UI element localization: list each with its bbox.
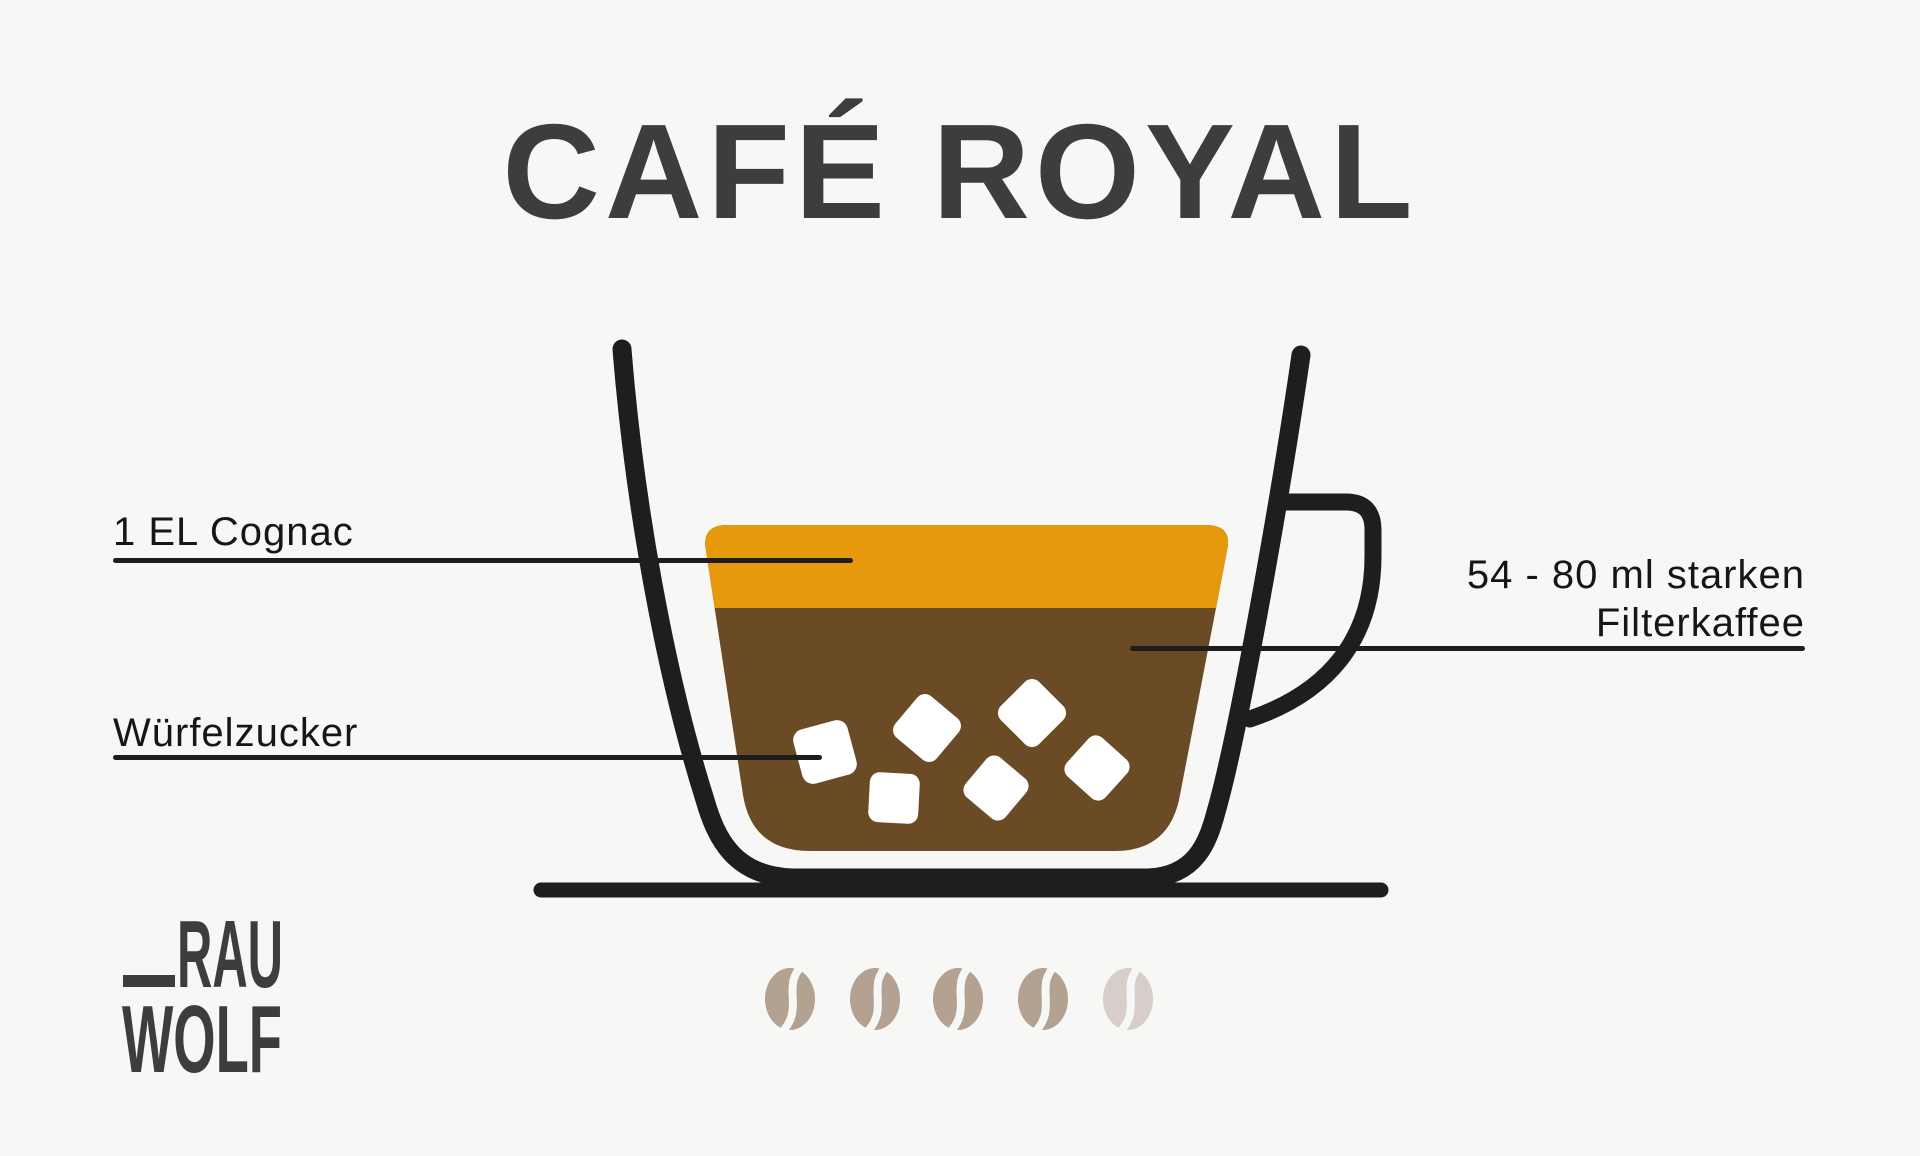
- label-coffee-line1: 54 - 80 ml starken: [1466, 553, 1805, 597]
- cognac-layer: [705, 525, 1229, 608]
- coffee-bean-icon: [765, 961, 815, 1036]
- label-coffee-line2: Filterkaffee: [1595, 601, 1805, 645]
- sugar-cube: [893, 694, 961, 762]
- coffee-bean-rating: [765, 961, 1153, 1036]
- sugar-cube: [868, 772, 920, 824]
- coffee-bean-icon-light: [1103, 961, 1153, 1036]
- sugar-cube: [963, 755, 1029, 821]
- logo-line2: WOLF: [122, 986, 282, 1093]
- sugar-cube: [1064, 735, 1130, 801]
- coffee-bean-icon: [1018, 961, 1068, 1036]
- logo-underscore: [123, 975, 175, 987]
- cup-handle: [1241, 493, 1382, 728]
- logo-line1: RAU: [177, 905, 283, 1008]
- leader-line-coffee: [1130, 646, 1805, 651]
- leader-line-cognac: [113, 558, 853, 563]
- page-title: CAFÉ ROYAL: [502, 96, 1418, 247]
- leader-line-sugar: [113, 755, 822, 760]
- label-sugar: Würfelzucker: [113, 711, 359, 755]
- coffee-bean-icon: [933, 961, 983, 1036]
- sugar-cube: [793, 720, 857, 784]
- sugar-cube: [997, 678, 1067, 748]
- rauwolf-logo: RAU WOLF: [122, 905, 283, 1093]
- label-cognac: 1 EL Cognac: [113, 510, 354, 554]
- cup-body: [612, 339, 1311, 888]
- coffee-bean-icon: [850, 961, 900, 1036]
- sugar-cubes: [793, 678, 1130, 824]
- label-coffee: 54 - 80 ml starken Filterkaffee: [1467, 551, 1805, 647]
